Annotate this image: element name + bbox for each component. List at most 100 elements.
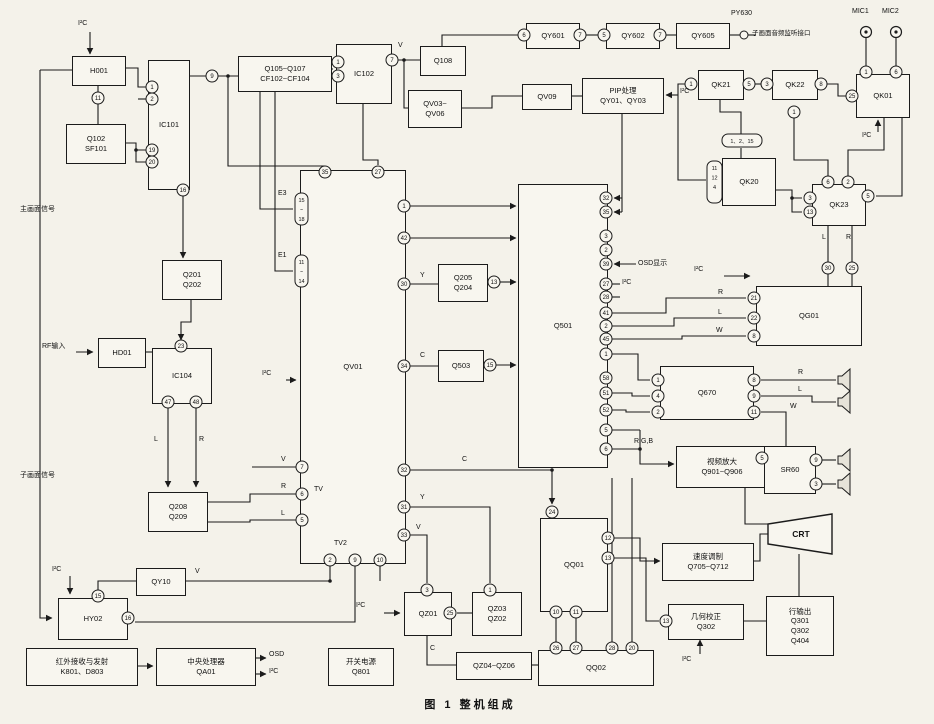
crt-shape bbox=[767, 513, 833, 555]
diagram-label: E3 bbox=[278, 190, 287, 197]
block-label: IC101 bbox=[158, 120, 179, 130]
wire bbox=[177, 298, 192, 341]
microphone-icon bbox=[889, 25, 903, 39]
wire bbox=[362, 102, 379, 165]
pin-group-text: 4 bbox=[713, 185, 716, 191]
pin-group-text: 11 bbox=[712, 166, 718, 172]
diagram-label: L bbox=[281, 510, 285, 517]
block-label: Q105~Q107 bbox=[264, 64, 306, 74]
diagram-label: L bbox=[718, 309, 722, 316]
diagram-label: OSD bbox=[269, 651, 285, 658]
diagram-label: R bbox=[199, 436, 205, 443]
block-hy02: HY02 bbox=[58, 598, 128, 640]
block-label: 速度调制 bbox=[693, 552, 723, 562]
block-label: Q205 bbox=[453, 273, 473, 283]
wire bbox=[791, 198, 802, 213]
wire bbox=[614, 537, 661, 565]
block-label: QV09 bbox=[537, 92, 557, 102]
block-q108: Q108 bbox=[420, 46, 466, 76]
block-label: SR60 bbox=[780, 465, 800, 475]
block-qy10: QY10 bbox=[136, 568, 186, 596]
block-ic104: IC104 bbox=[152, 348, 212, 404]
wire bbox=[612, 317, 746, 327]
diagram-label: V bbox=[195, 568, 200, 575]
wire bbox=[719, 98, 742, 134]
diagram-label: MIC2 bbox=[882, 8, 899, 15]
pin-number: 5 bbox=[747, 82, 751, 88]
pin-group-text: 1、2、15 bbox=[730, 139, 753, 145]
block-q501: Q501 bbox=[518, 184, 608, 468]
block-label: CF102~CF104 bbox=[260, 74, 310, 83]
wire bbox=[135, 150, 146, 163]
block-label: QA01 bbox=[196, 667, 216, 676]
diagram-label: 子画面信号 bbox=[20, 472, 55, 479]
block-label: Q209 bbox=[168, 512, 188, 521]
block-label: 红外接收与发射 bbox=[55, 657, 109, 667]
pin-24 bbox=[545, 505, 559, 519]
diagram-label: Y bbox=[420, 494, 425, 501]
diagram-label: TV bbox=[314, 486, 323, 493]
diagram-label: V bbox=[416, 524, 421, 531]
wire bbox=[612, 297, 746, 314]
block-qy605: QY605 bbox=[676, 23, 730, 49]
pin-number: 13 bbox=[491, 280, 498, 286]
diagram-label: 主画面信号 bbox=[20, 206, 55, 213]
wire bbox=[124, 67, 146, 88]
diagram-label: R,G,B bbox=[634, 438, 654, 445]
block-label: HD01 bbox=[112, 348, 132, 358]
block-label: HY02 bbox=[83, 614, 103, 624]
block-qq01: QQ01 bbox=[540, 518, 608, 612]
wire bbox=[97, 580, 136, 590]
wire bbox=[612, 392, 650, 397]
speaker-icon bbox=[837, 471, 851, 497]
wire bbox=[410, 534, 428, 583]
wire bbox=[612, 353, 650, 381]
diagram-label: R bbox=[846, 234, 852, 241]
block-label: Q901~Q906 bbox=[701, 467, 743, 476]
block-label: Q208 bbox=[168, 502, 188, 512]
block-label: 中央处理器 bbox=[187, 657, 225, 667]
block-h001: H001 bbox=[72, 56, 126, 86]
block-label: QK01 bbox=[873, 91, 893, 101]
pin-number: 8 bbox=[819, 82, 823, 88]
pin-number: 5 bbox=[866, 194, 870, 200]
block-label: QG01 bbox=[798, 311, 819, 321]
junction-dot bbox=[328, 579, 332, 583]
block-q503: Q503 bbox=[438, 350, 484, 382]
figure-caption: 图 1 整机组成 bbox=[424, 699, 516, 711]
junction-dot bbox=[134, 148, 138, 152]
pin-13 bbox=[487, 275, 501, 289]
wire bbox=[259, 90, 293, 210]
block-label: QZ04~QZ06 bbox=[473, 661, 515, 671]
block-label: 几何校正 bbox=[691, 612, 721, 622]
block-label: QY10 bbox=[151, 577, 171, 587]
block-qk01: QK01 bbox=[856, 74, 910, 118]
diagram-label: I²C bbox=[78, 20, 88, 27]
block-label: QZ01 bbox=[418, 609, 438, 619]
block-label: QK23 bbox=[829, 200, 849, 210]
diagram-label: I²C bbox=[682, 656, 692, 663]
wire bbox=[274, 90, 293, 272]
speaker-icon bbox=[837, 447, 851, 473]
block-qg01: QG01 bbox=[756, 286, 862, 346]
block-label: IC102 bbox=[353, 69, 374, 79]
block-label: Q801 bbox=[351, 667, 371, 676]
diagram-label: R bbox=[718, 289, 724, 296]
block-label: QV03~ bbox=[423, 99, 447, 109]
diagram-label: Y bbox=[420, 272, 425, 279]
diagram-label: R bbox=[281, 483, 287, 490]
pin-number: 1 bbox=[792, 110, 796, 116]
diagram-label: E1 bbox=[278, 252, 287, 259]
pin-30 bbox=[821, 261, 835, 275]
block-label: QZ02 bbox=[487, 614, 507, 623]
block-ic102: IC102 bbox=[336, 44, 392, 104]
wire bbox=[761, 411, 787, 446]
